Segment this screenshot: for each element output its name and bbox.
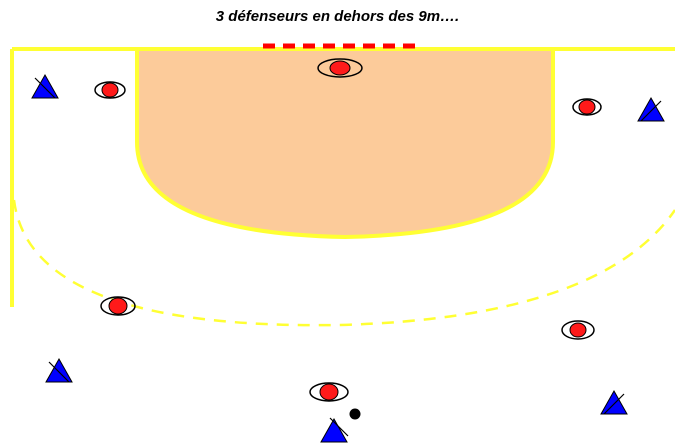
attacker-right-back — [600, 389, 628, 415]
diagram-title: 3 défenseurs en dehors des 9m…. — [215, 8, 460, 25]
free-throw-line-9m — [12, 199, 675, 327]
defender-left-back — [100, 296, 136, 316]
attacker-center — [320, 417, 349, 443]
attacker-left-corner — [31, 73, 59, 99]
defender-right-wing — [572, 98, 602, 116]
defender-right-back — [561, 320, 595, 340]
attacker-left-back — [45, 357, 73, 383]
ball — [349, 408, 361, 420]
defender-center-goal — [317, 58, 363, 78]
attacker-right-corner — [637, 96, 665, 122]
goal-area-6m — [135, 47, 555, 240]
defender-center-back — [309, 382, 349, 402]
defender-left-wing — [94, 81, 126, 99]
